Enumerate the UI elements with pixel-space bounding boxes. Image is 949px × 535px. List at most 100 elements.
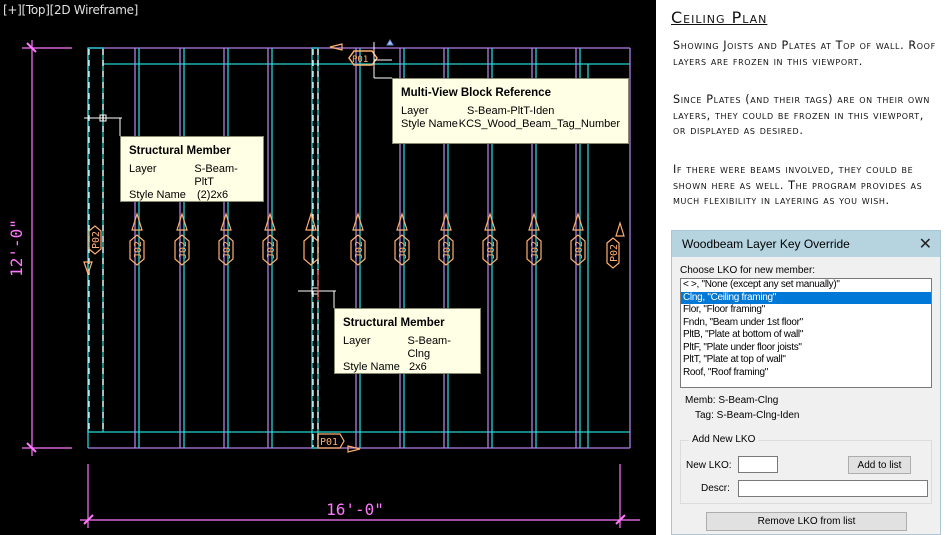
- joist-tag: [262, 234, 278, 266]
- tooltip-value: 2x6: [409, 361, 427, 373]
- plate-tag: [317, 433, 345, 449]
- note-paragraph: If there were beams involved, they could…: [673, 163, 923, 207]
- tooltip-value: (2)2x6: [197, 189, 229, 201]
- plate-direction-arrow: [615, 220, 625, 237]
- joist-tag-label: J02: [178, 241, 189, 259]
- joist-tag: [394, 234, 410, 266]
- layer-key-override-dialog: Woodbeam Layer Key Override ✕ Choose LKO…: [671, 230, 941, 535]
- add-new-lko-group: Add New LKO New LKO: Add to list Descr:: [680, 434, 932, 504]
- plate-tag: [88, 225, 102, 255]
- tooltip-block-reference: Multi-View Block Reference Layer S-Beam-P…: [392, 78, 629, 144]
- joist-tag-label: J02: [354, 241, 365, 259]
- dimension-tick: [615, 514, 626, 525]
- joist-tag-label: J02: [133, 241, 144, 259]
- descr-label: Descr:: [701, 483, 730, 494]
- joist-tag-label: J02: [442, 241, 453, 259]
- joist-direction-arrow: [305, 211, 317, 231]
- joist-tag-label: J02: [266, 241, 277, 259]
- joist-tag-label: J02: [222, 241, 233, 259]
- joist-tag-label: J02: [486, 241, 497, 259]
- joist-tag: [350, 234, 366, 266]
- notes-title: Ceiling Plan: [671, 8, 768, 27]
- tooltip-value: KCS_Wood_Beam_Tag_Number: [458, 118, 620, 130]
- plate-tag: [606, 237, 620, 269]
- remove-lko-button[interactable]: Remove LKO from list: [706, 512, 907, 531]
- note-paragraph: Since Plates (and their tags) are on the…: [673, 93, 930, 137]
- joist-tag: [218, 234, 234, 266]
- joist-tag: [129, 234, 145, 266]
- vertical-dimension-text: 12'-0": [7, 219, 26, 277]
- plate-tag-label: P01: [320, 437, 338, 448]
- joist-tag-label: J02: [530, 241, 541, 259]
- tooltip-key: Layer: [343, 335, 371, 347]
- dialog-titlebar[interactable]: Woodbeam Layer Key Override: [672, 231, 940, 257]
- plate-direction-arrow: [83, 261, 93, 276]
- tooltip-key: Style Name: [343, 361, 400, 373]
- horizontal-dimension-text: 16'-0": [326, 500, 384, 519]
- ucs-marker: [386, 39, 394, 46]
- plate-tag-selected: [348, 50, 378, 66]
- joist-tag-label: J02: [398, 241, 409, 259]
- plate-tag-label: P02: [91, 231, 102, 249]
- tooltip-value: S-Beam-Clng: [407, 335, 451, 360]
- new-lko-label: New LKO:: [686, 460, 732, 471]
- group-label: Add New LKO: [689, 434, 759, 445]
- new-lko-input[interactable]: [738, 456, 778, 473]
- dimension-tick: [26, 42, 37, 53]
- joist-direction-arrow: [572, 211, 584, 231]
- pick-box: [99, 114, 107, 122]
- joist-direction-arrow: [176, 211, 188, 231]
- note-paragraph: Showing Joists and Plates at Top of wall…: [673, 39, 936, 68]
- plate-tag-label: P02: [609, 244, 620, 262]
- lko-listbox[interactable]: < >, "None (except any set manually)" Cl…: [680, 278, 932, 388]
- lko-option[interactable]: Roof, "Roof framing": [683, 366, 769, 378]
- joist-direction-arrow: [220, 211, 232, 231]
- lko-option[interactable]: PltT, "Plate at top of wall": [683, 354, 786, 365]
- dialog-title: Woodbeam Layer Key Override: [682, 237, 850, 251]
- tooltip-title: Multi-View Block Reference: [401, 87, 551, 99]
- joist-direction-arrow: [440, 211, 452, 231]
- joist-tag: [438, 234, 454, 266]
- member-layer-readout: Memb: S-Beam-Clng: [685, 395, 779, 406]
- tooltip-key: Layer: [401, 105, 429, 117]
- joist-tag: [526, 234, 542, 266]
- joist-direction-arrow: [484, 211, 496, 231]
- tooltip-value: S-Beam-PltT: [194, 163, 238, 188]
- tooltip-title: Structural Member: [343, 317, 445, 329]
- tooltip-structural-member-joist: Structural Member Layer S-Beam-Clng Style…: [334, 308, 481, 374]
- tag-layer-readout: Tag: S-Beam-Clng-Iden: [695, 410, 800, 421]
- descr-input[interactable]: [738, 480, 928, 497]
- lko-option[interactable]: Flor, "Floor framing": [683, 304, 765, 315]
- tooltip-structural-member-plate: Structural Member Layer S-Beam-PltT Style…: [120, 136, 264, 202]
- joist-direction-arrow: [131, 211, 143, 231]
- tooltip-title: Structural Member: [129, 145, 231, 157]
- joist-tag: [174, 234, 190, 266]
- tooltip-key: Style Name: [401, 118, 458, 130]
- plate-direction-arrow: [329, 43, 343, 51]
- lko-option-selected[interactable]: Clng, "Ceiling framing": [681, 291, 931, 304]
- joist-tag-label: J02: [574, 241, 585, 259]
- close-icon[interactable]: ✕: [918, 236, 932, 253]
- tooltip-value: S-Beam-PltT-Iden: [467, 105, 555, 117]
- joist-tag: [570, 234, 586, 266]
- dimension-tick: [26, 442, 37, 453]
- joist-direction-arrow: [352, 211, 364, 231]
- lko-option[interactable]: PltF, "Plate under floor joists": [683, 341, 802, 353]
- plate-tag-label: P01: [352, 55, 368, 65]
- joist-tag: [303, 234, 319, 266]
- plate-direction-arrow: [347, 445, 361, 453]
- add-to-list-button[interactable]: Add to list: [848, 456, 911, 474]
- lko-option[interactable]: PltB, "Plate at bottom of wall": [683, 329, 804, 340]
- tooltip-key: Layer: [129, 163, 157, 175]
- joist-direction-arrow: [528, 211, 540, 231]
- viewport-controls-label[interactable]: [+][Top][2D Wireframe]: [3, 3, 139, 17]
- tooltip-key: Style Name: [129, 189, 186, 201]
- lko-option[interactable]: Fndn, "Beam under 1st floor": [683, 316, 803, 328]
- dimension-tick: [83, 514, 94, 525]
- lko-option[interactable]: < >, "None (except any set manually)": [683, 279, 840, 290]
- lko-list-label: Choose LKO for new member:: [680, 265, 816, 276]
- joist-direction-arrow: [264, 211, 276, 231]
- joist-tag: [482, 234, 498, 266]
